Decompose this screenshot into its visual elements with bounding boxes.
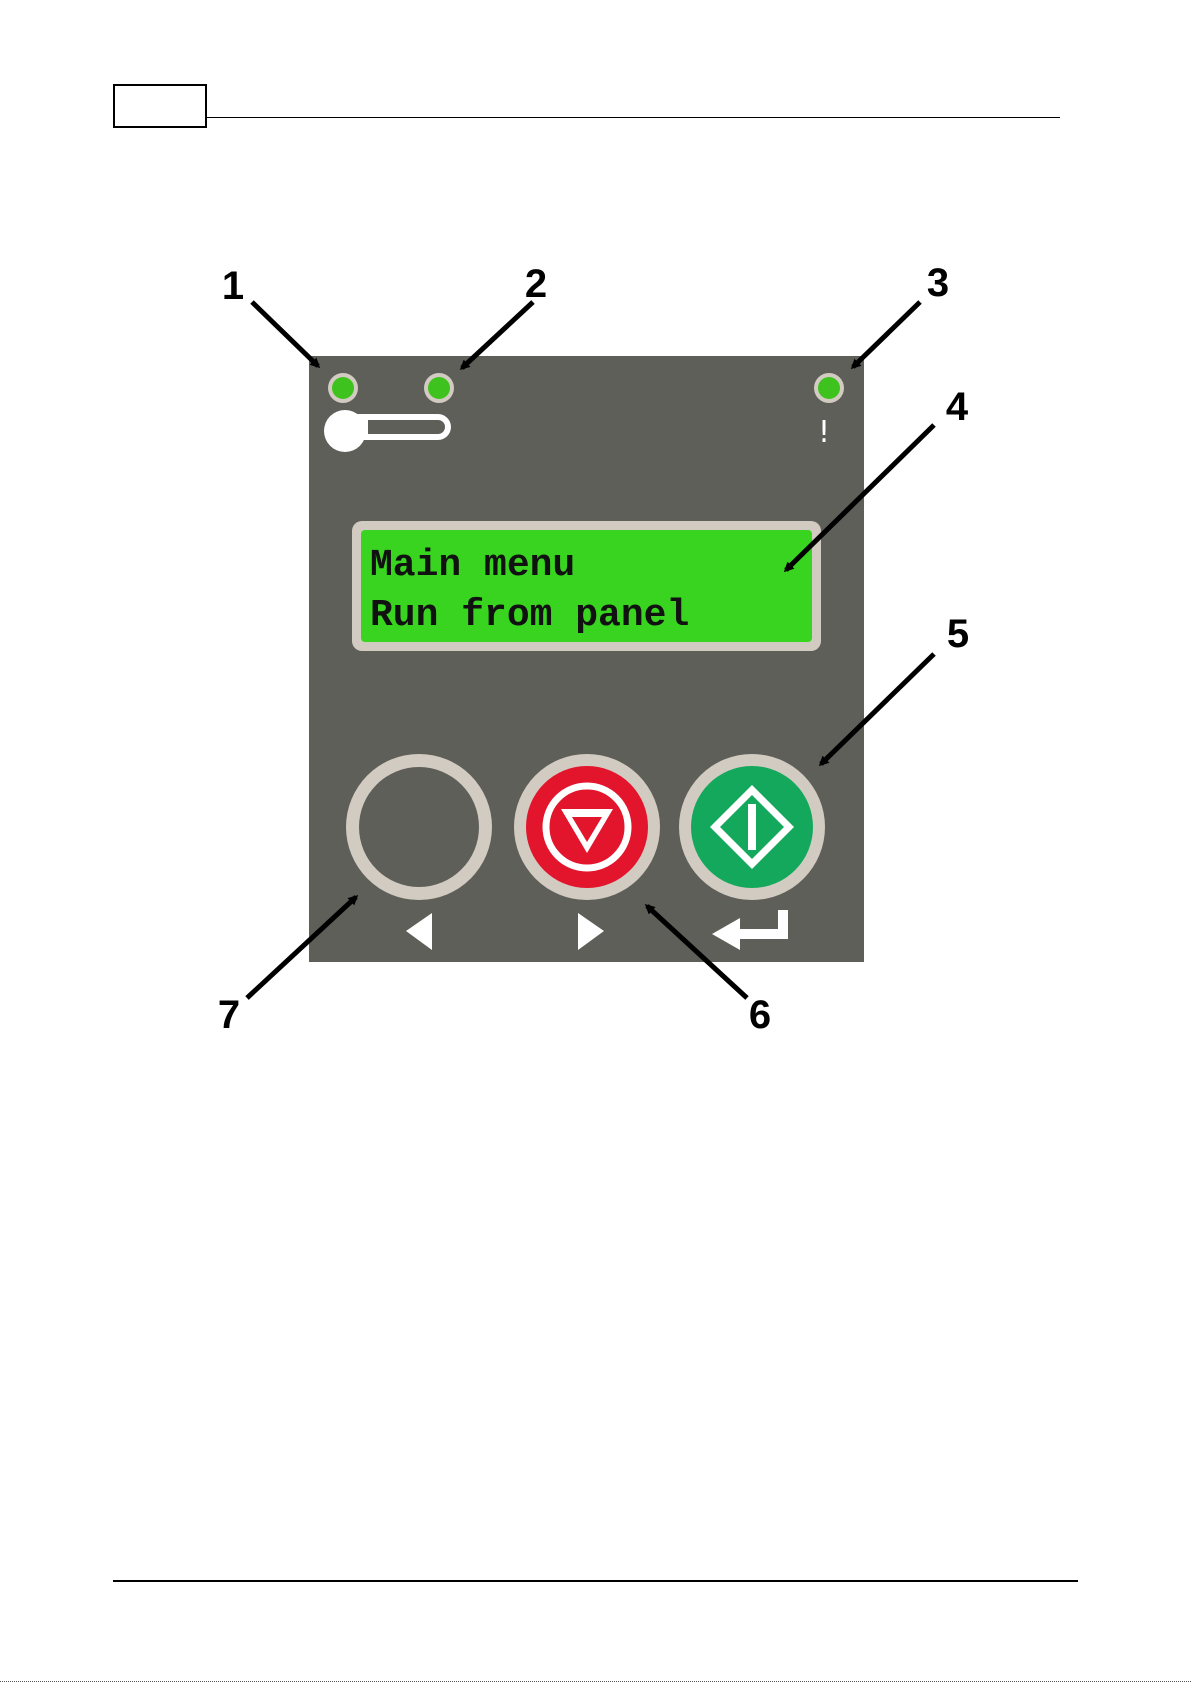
page-edge-dots [0,1681,1191,1682]
blank-button[interactable] [346,754,492,900]
lcd-line-2: Run from panel [370,594,689,637]
stop-button[interactable] [514,754,660,900]
callout-2: 2 [525,262,547,306]
callout-arrow-1 [252,302,318,366]
callout-1: 1 [222,264,244,308]
callout-6: 6 [749,993,771,1037]
callout-5: 5 [947,612,969,656]
start-button[interactable] [679,754,825,900]
warning-symbol: ! [818,415,830,450]
callout-7: 7 [218,993,240,1037]
lcd-line-1: Main menu [370,544,575,587]
callout-3: 3 [927,261,949,305]
callout-arrow-3 [853,302,920,367]
footer-rule [113,1580,1078,1582]
callout-4: 4 [946,385,969,429]
